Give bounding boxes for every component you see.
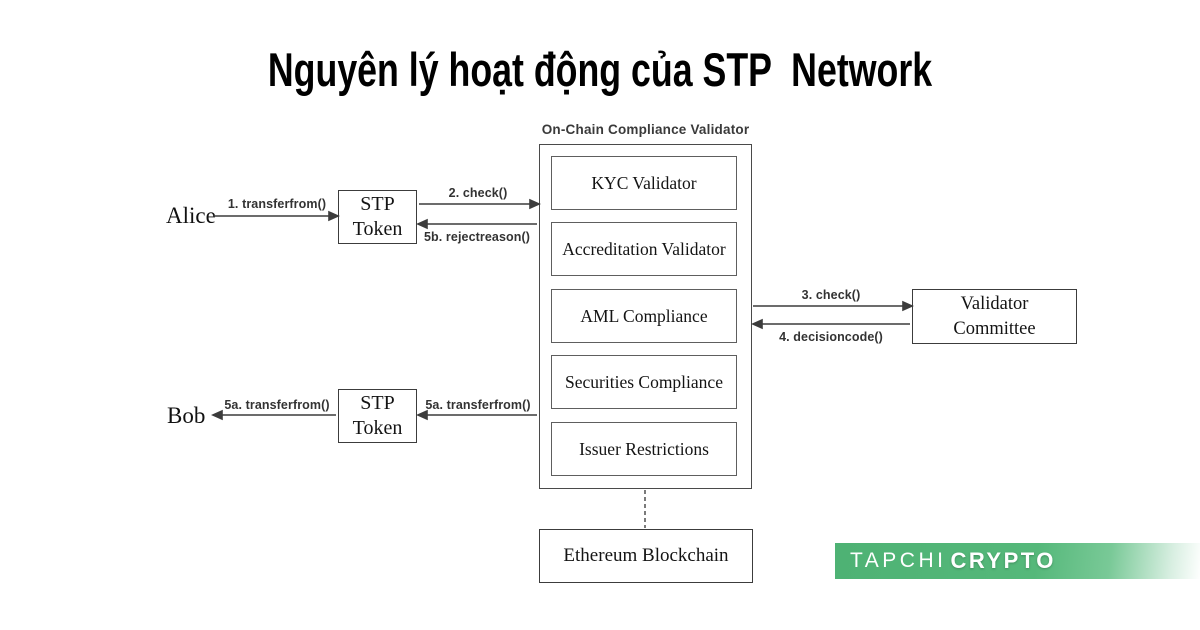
stp-token-box-bottom: STP Token (338, 389, 417, 443)
validator-box-aml-label: AML Compliance (580, 305, 708, 326)
arrow-token-to-validator (419, 198, 541, 210)
page-title: Nguyên lý hoạt động của STP Network (267, 43, 933, 96)
arrow-validator-to-token-reject (416, 218, 537, 230)
arrow-label-rejectreason-5b: 5b. rejectreason() (423, 230, 531, 244)
validator-box-securities-label: Securities Compliance (565, 371, 723, 392)
validator-committee-line1: Validator (960, 294, 1029, 315)
ethereum-blockchain-box: Ethereum Blockchain (539, 529, 753, 583)
validator-box-aml: AML Compliance (551, 289, 737, 343)
brand-logo-tapchi: TAPCHI (850, 548, 947, 573)
validator-committee-box: Validator Committee (912, 289, 1077, 344)
arrow-label-decisioncode-4: 4. decisioncode() (779, 330, 883, 344)
arrow-token-to-bob (211, 409, 336, 421)
ethereum-blockchain-label: Ethereum Blockchain (563, 545, 729, 566)
validator-box-issuer: Issuer Restrictions (551, 422, 737, 476)
brand-logo: TAPCHI CRYPTO (835, 543, 1200, 579)
stp-token-bottom-line1: STP (360, 392, 395, 414)
validator-box-accreditation-label: Accreditation Validator (562, 238, 726, 259)
validator-box-kyc-label: KYC Validator (591, 172, 697, 193)
actor-bob: Bob (167, 403, 206, 428)
validator-box-securities: Securities Compliance (551, 355, 737, 409)
onchain-validator-group: KYC Validator Accreditation Validator AM… (539, 144, 752, 489)
arrow-label-transferfrom-5a-right: 5a. transferfrom() (425, 398, 531, 412)
arrow-label-transferfrom-5a-left: 5a. transferfrom() (224, 398, 330, 412)
validator-committee-line2: Committee (953, 318, 1036, 339)
arrow-validator-to-token-bottom (416, 409, 537, 421)
stp-token-bottom-line2: Token (352, 417, 403, 439)
validator-box-issuer-label: Issuer Restrictions (579, 438, 709, 459)
stp-token-box-top: STP Token (338, 190, 417, 244)
arrow-committee-to-validator (751, 318, 910, 330)
stp-token-top-line1: STP (360, 193, 395, 215)
arrow-label-check-2: 2. check() (448, 186, 508, 200)
arrow-validator-to-committee (753, 300, 914, 312)
stp-token-top-line2: Token (352, 218, 403, 240)
onchain-validator-label: On-Chain Compliance Validator (541, 122, 750, 137)
arrow-label-check-3: 3. check() (801, 288, 861, 302)
arrow-label-transferfrom-1: 1. transferfrom() (227, 197, 327, 211)
validator-box-accreditation: Accreditation Validator (551, 222, 737, 276)
validator-box-kyc: KYC Validator (551, 156, 737, 210)
brand-logo-crypto: CRYPTO (950, 548, 1056, 573)
arrow-alice-to-token (213, 210, 340, 222)
actor-alice: Alice (166, 203, 216, 228)
